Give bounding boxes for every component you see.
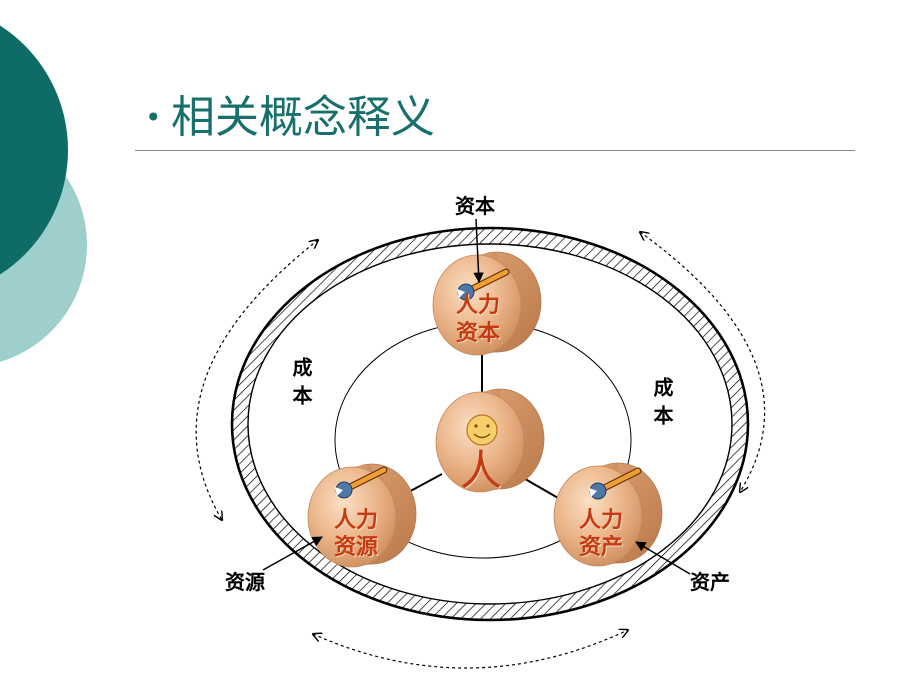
- resource-label: 资源: [225, 570, 265, 594]
- node-label-line1: 人力: [456, 293, 500, 318]
- center-node-label: 人: [460, 446, 502, 495]
- node-label-line2: 资本: [456, 321, 500, 346]
- cost-label-right: 成本: [650, 377, 674, 433]
- capital-pointer-arrow: [473, 218, 484, 284]
- cost-label-left: 成本: [289, 357, 313, 413]
- capital-label: 资本: [455, 194, 495, 218]
- node-human-capital: 人力 资本: [432, 251, 542, 356]
- dashed-cycle-arc-bottom: [313, 630, 628, 669]
- node-human-resource: 人力 资源: [307, 463, 417, 568]
- slide-title-row: • 相关概念释义: [145, 92, 435, 144]
- node-human-asset: 人力 资产: [553, 462, 663, 567]
- node-label-line1: 人力: [334, 508, 378, 533]
- node-label-line2: 资产: [579, 535, 623, 560]
- smiley-face-icon: [466, 414, 498, 446]
- resource-pointer-arrow: [262, 536, 323, 571]
- slide-title: 相关概念释义: [171, 92, 435, 143]
- asset-pointer-arrow: [635, 541, 691, 575]
- node-person-center: 人: [435, 388, 545, 495]
- node-label-line1: 人力: [579, 508, 623, 533]
- title-divider: [135, 150, 855, 151]
- asset-label: 资产: [690, 570, 730, 594]
- dashed-cycle-arc-left: [195, 240, 318, 520]
- title-bullet: •: [145, 101, 162, 134]
- node-label-line2: 资源: [334, 535, 378, 560]
- dashed-cycle-arc-right: [640, 232, 766, 492]
